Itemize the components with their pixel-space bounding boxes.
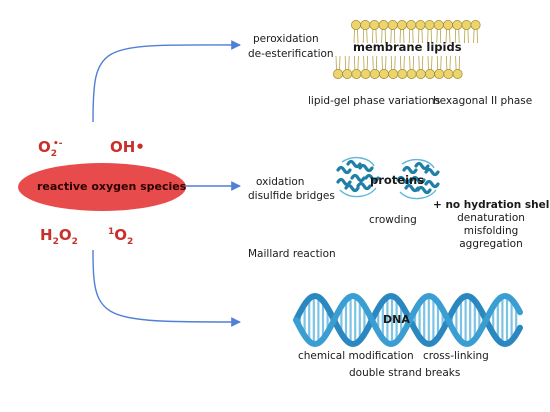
hydration-effect-denaturation: denaturation xyxy=(457,212,525,224)
superoxide-label: O2•- xyxy=(38,138,63,159)
membrane-lipids-label: membrane lipids xyxy=(353,40,462,54)
hydrogen-peroxide-label: H2O2 xyxy=(40,226,78,247)
lipid-bilayer-icon xyxy=(333,20,481,79)
ros-ellipse xyxy=(18,163,186,211)
lipid-phase-gel: lipid-gel phase variations xyxy=(308,95,441,107)
arrow-icon xyxy=(92,40,241,123)
lipid-phase-hexagonal: hexagonal II phase xyxy=(433,95,533,107)
lipid-effect-peroxidation: peroxidation xyxy=(253,33,319,45)
protein-structure-icon xyxy=(336,156,440,200)
arrow-icon xyxy=(92,249,241,327)
dna-effect-crosslink: cross-linking xyxy=(423,350,489,362)
hydroxyl-label: OH• xyxy=(110,138,145,156)
protein-crowding: crowding xyxy=(369,214,417,226)
ros-ellipse-label: reactive oxygen species xyxy=(37,180,187,193)
dna-label: DNA xyxy=(383,313,410,326)
maillard-reaction-label: Maillard reaction xyxy=(248,248,336,260)
protein-effect-disulfide: disulfide bridges xyxy=(248,190,335,202)
hydration-effect-aggregation: aggregation xyxy=(459,238,523,250)
proteins-label: proteins xyxy=(370,173,425,187)
lipid-effect-de-esterification: de-esterification xyxy=(248,48,334,60)
dna-helix-icon xyxy=(293,293,523,347)
protein-effect-oxidation: oxidation xyxy=(256,176,305,188)
dna-effect-chemical: chemical modification xyxy=(298,350,414,362)
singlet-oxygen-label: 1O2 xyxy=(108,226,134,247)
hydration-shell-title: + no hydration shell xyxy=(433,199,550,211)
dna-effect-dsb: double strand breaks xyxy=(349,367,461,379)
hydration-effect-misfolding: misfolding xyxy=(463,225,519,237)
